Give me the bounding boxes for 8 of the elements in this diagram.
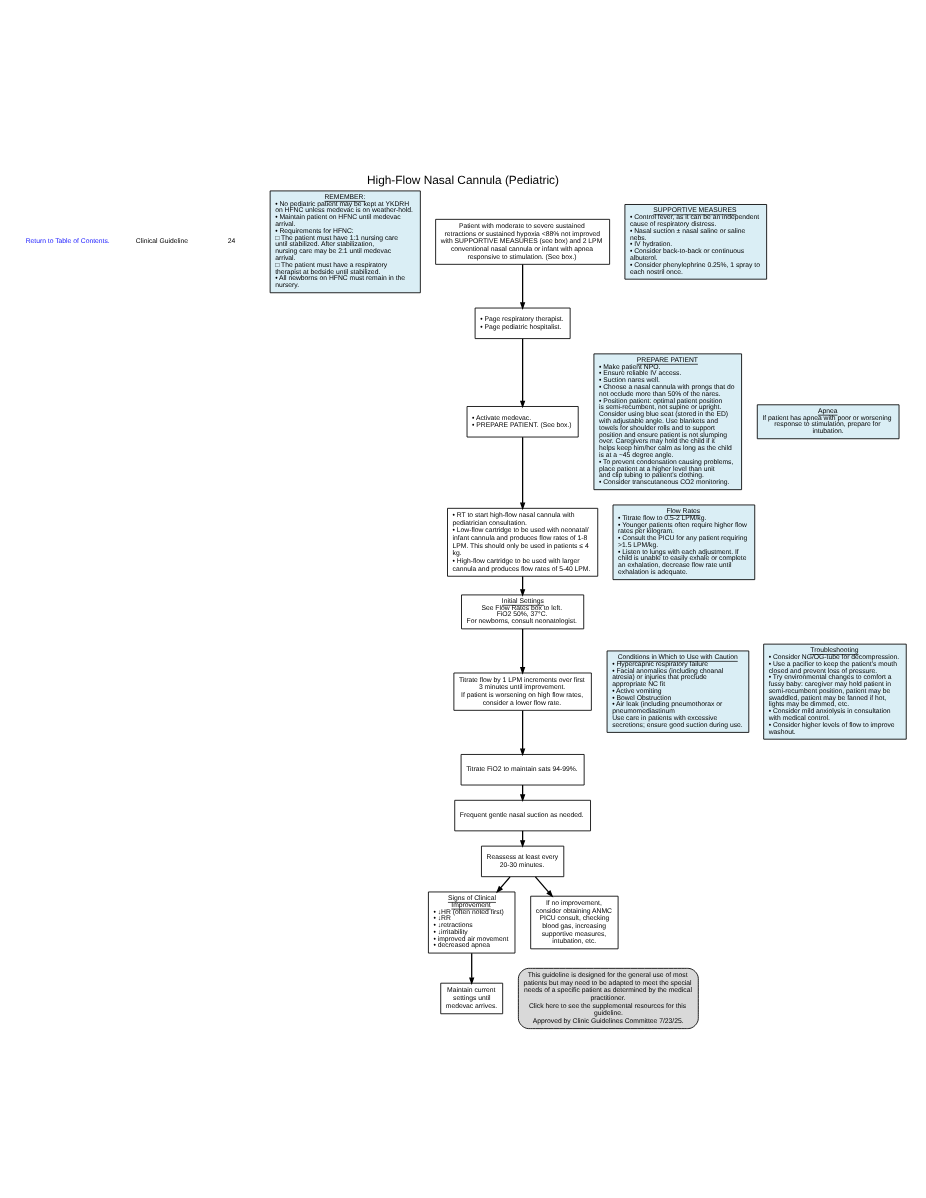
arrow: [519, 337, 526, 408]
arrow: [519, 262, 526, 309]
arrow: [519, 708, 526, 756]
arrow: [469, 951, 475, 985]
arrow: [496, 875, 511, 893]
arrow: [519, 435, 526, 510]
arrow: [519, 627, 526, 674]
arrow: [534, 875, 554, 897]
